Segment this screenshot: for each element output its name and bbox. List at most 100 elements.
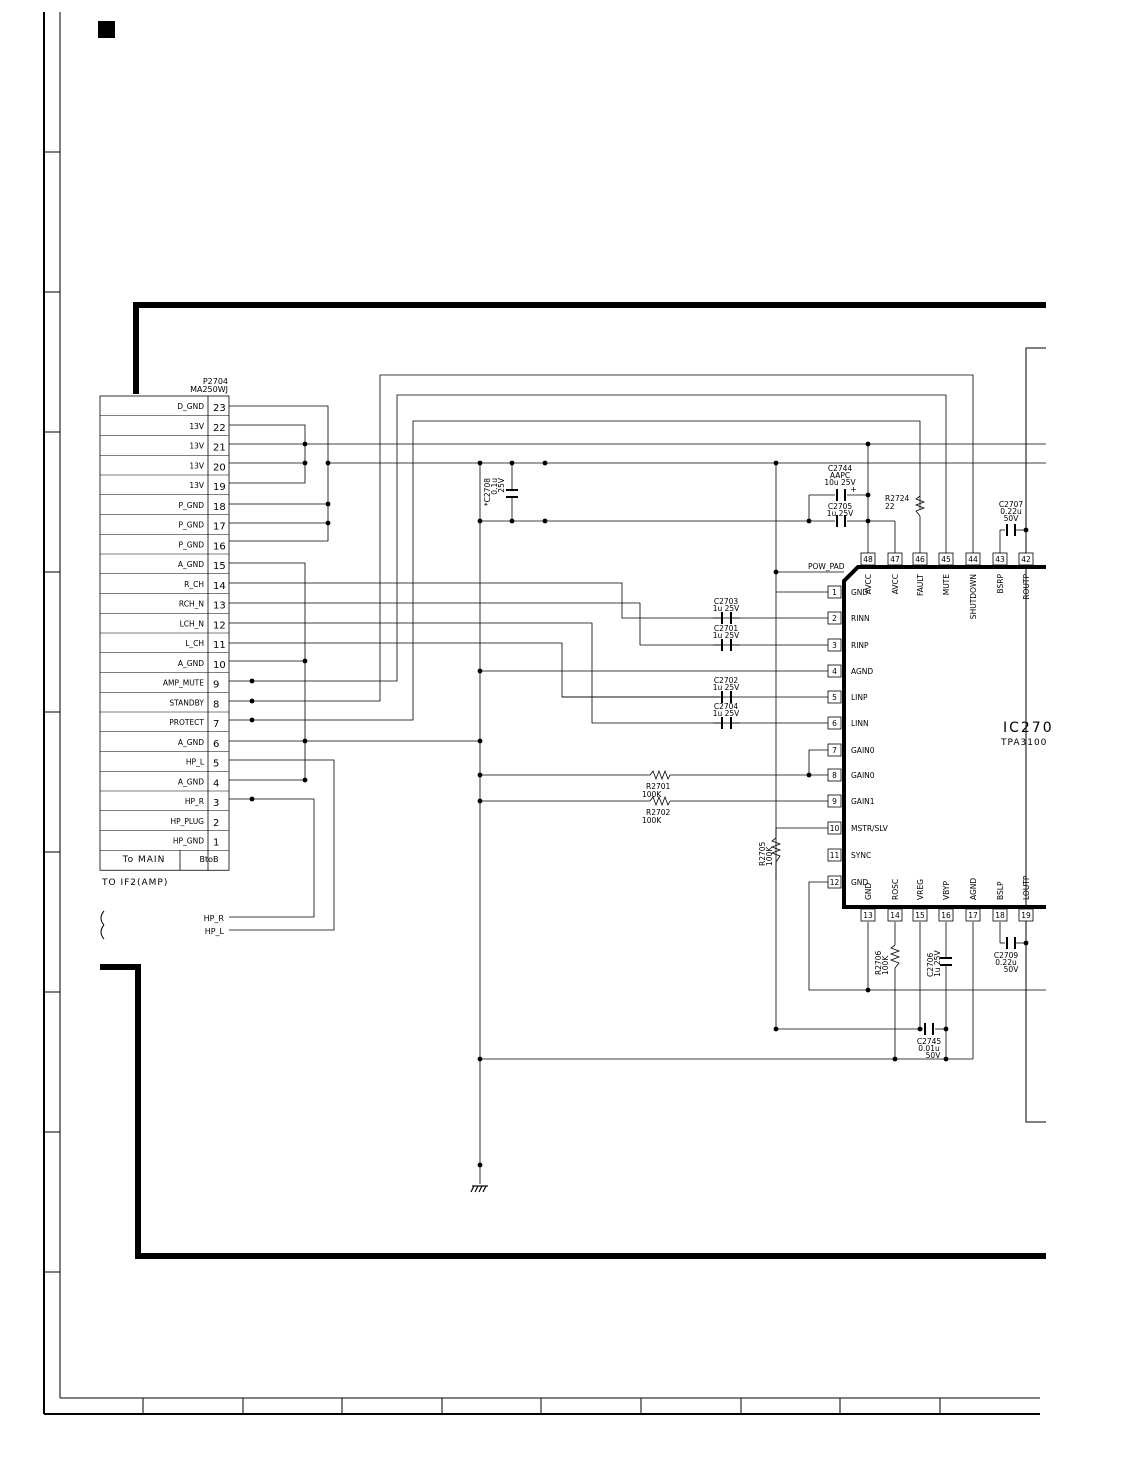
ic-pin-name: RINP	[851, 641, 869, 650]
ic-pin-name: RINN	[851, 614, 870, 623]
label-c2705-value: 1u 25V	[827, 509, 854, 518]
ic-pin-name: AVCC	[891, 574, 900, 594]
connector-pin-number: 17	[213, 522, 226, 533]
ic-pin-name: BSRP	[996, 574, 1005, 594]
ic-pin-number: 42	[1021, 555, 1031, 564]
connector-pin-name: P_GND	[179, 501, 205, 510]
ic-body-outline	[842, 565, 1046, 909]
ic-pin-number: 6	[832, 719, 837, 728]
ic-pin-box	[938, 908, 954, 922]
label-c2708-voltage: 25V	[497, 477, 506, 493]
connector-pin-name: STANDBY	[169, 698, 204, 707]
ic-pin-name: AGND	[851, 667, 873, 676]
ic-pin-box	[827, 690, 842, 704]
label-c2702: C2702	[714, 676, 739, 685]
label-c2708: *C2708	[483, 478, 492, 506]
ic-pin-number: 5	[832, 693, 837, 702]
c2744-plus: +	[850, 485, 857, 494]
connector-pin-name: A_GND	[178, 738, 204, 747]
label-c2709: C2709	[994, 951, 1019, 960]
ic-part: TPA3100	[1000, 738, 1047, 748]
connector-pin-name: D_GND	[177, 402, 204, 411]
connector-pin-number: 1	[213, 838, 219, 849]
ic-pin-box	[860, 552, 876, 566]
section-marker-square	[98, 21, 115, 38]
ic-pin-name: AVCC	[864, 574, 873, 594]
ic-pin-box	[887, 908, 903, 922]
label-c2708-value: 0.1u	[490, 478, 499, 495]
hp-bracket	[100, 910, 105, 940]
ic-pin-name: GAIN0	[851, 771, 875, 780]
ic-pin-number: 3	[832, 641, 837, 650]
ic-pin-box	[827, 716, 842, 730]
connector-pin-number: 4	[213, 778, 219, 789]
connector-pin-name: PROTECT	[169, 718, 204, 727]
hp-label-r: HP_R	[204, 914, 225, 923]
label-r2706: R2706	[874, 950, 883, 975]
resistor-symbols	[649, 495, 926, 969]
ic-pin-number: 17	[968, 911, 978, 920]
label-c2701: C2701	[714, 624, 739, 633]
ic-pin-number: 48	[863, 555, 873, 564]
ic-bottom-pins: 13GND14ROSC15VREG16VBYP17AGND18BSLP19LOU…	[860, 875, 1034, 922]
ic-pin-name: ROUTP	[1022, 574, 1031, 600]
label-c2704: C2704	[714, 702, 739, 711]
ic-pin-box	[938, 552, 954, 566]
connector-caption: TO IF2(AMP)	[101, 878, 168, 888]
label-c2745-voltage: 50V	[926, 1051, 942, 1060]
connector-pin-name: 13V	[189, 481, 205, 490]
ic-pin-name: LOUTP	[1022, 875, 1031, 900]
right-frame-bracket	[1025, 347, 1046, 1123]
connector-pin-number: 14	[213, 581, 226, 592]
connector-pin-name: R_CH	[184, 580, 204, 589]
label-c2707-voltage: 50V	[1004, 514, 1020, 523]
ic-pin-number: 15	[915, 911, 925, 920]
connector-pin-name: A_GND	[178, 659, 204, 668]
ic-pin-box	[912, 908, 928, 922]
label-c2705: C2705	[828, 502, 853, 511]
label-c2744: C2744	[828, 464, 853, 473]
label-r2724-value: 22	[885, 502, 895, 511]
connector-pin-number: 2	[213, 818, 219, 829]
connector-pin-name: HP_GND	[173, 837, 204, 846]
ic-pin-name: GAIN0	[851, 746, 875, 755]
connector-pin-number: 13	[213, 601, 226, 612]
ic-pin-name: BSLP	[996, 881, 1005, 900]
connector-pin-name: HP_R	[185, 797, 204, 806]
ic-ref: IC270	[1003, 720, 1054, 736]
ic-pin-name: SHUTDOWN	[969, 574, 978, 619]
board-outline	[100, 302, 1046, 1259]
label-c2701-value: 1u 25V	[713, 631, 740, 640]
label-c2704-value: 1u 25V	[713, 709, 740, 718]
label-c2703-value: 1u 25V	[713, 604, 740, 613]
capacitor-symbols	[506, 489, 1016, 1035]
ic-pin-box	[965, 552, 981, 566]
connector-pin-number: 19	[213, 482, 226, 493]
ic-pin-number: 2	[832, 614, 837, 623]
label-r2702-value: 100K	[642, 816, 662, 825]
ic-pin-number: 12	[830, 878, 840, 887]
ic-pin-number: 7	[832, 746, 837, 755]
label-r2724: R2724	[885, 494, 910, 503]
label-c2744-type: AAPC	[830, 471, 850, 480]
connector-footer-right: BtoB	[199, 855, 218, 864]
label-c2706: C2706	[926, 952, 935, 977]
ic-pin-box	[992, 552, 1008, 566]
ic-pin-name: MSTR/SLV	[851, 824, 889, 833]
connector-pin-name: LCH_N	[180, 619, 204, 628]
ic-pin-name: LINN	[851, 719, 869, 728]
ic-pin-box	[965, 908, 981, 922]
label-r2702: R2702	[646, 808, 671, 817]
junction-dots	[249, 441, 1029, 1168]
connector-pin-number: 5	[213, 759, 219, 770]
connector-pin-name: RCH_N	[179, 600, 204, 609]
connector-pin-number: 21	[213, 443, 226, 454]
connector-pin-name: L_CH	[185, 639, 204, 648]
connector-part: MA250WJ	[190, 385, 228, 394]
connector-pin-name: 13V	[189, 442, 205, 451]
connector-pin-name: 13V	[189, 461, 205, 470]
ic-pin-number: 16	[941, 911, 951, 920]
label-c2745-value: 0.01u	[918, 1044, 940, 1053]
label-c2707-value: 0.22u	[1000, 507, 1022, 516]
ic-pin-box	[827, 768, 842, 782]
